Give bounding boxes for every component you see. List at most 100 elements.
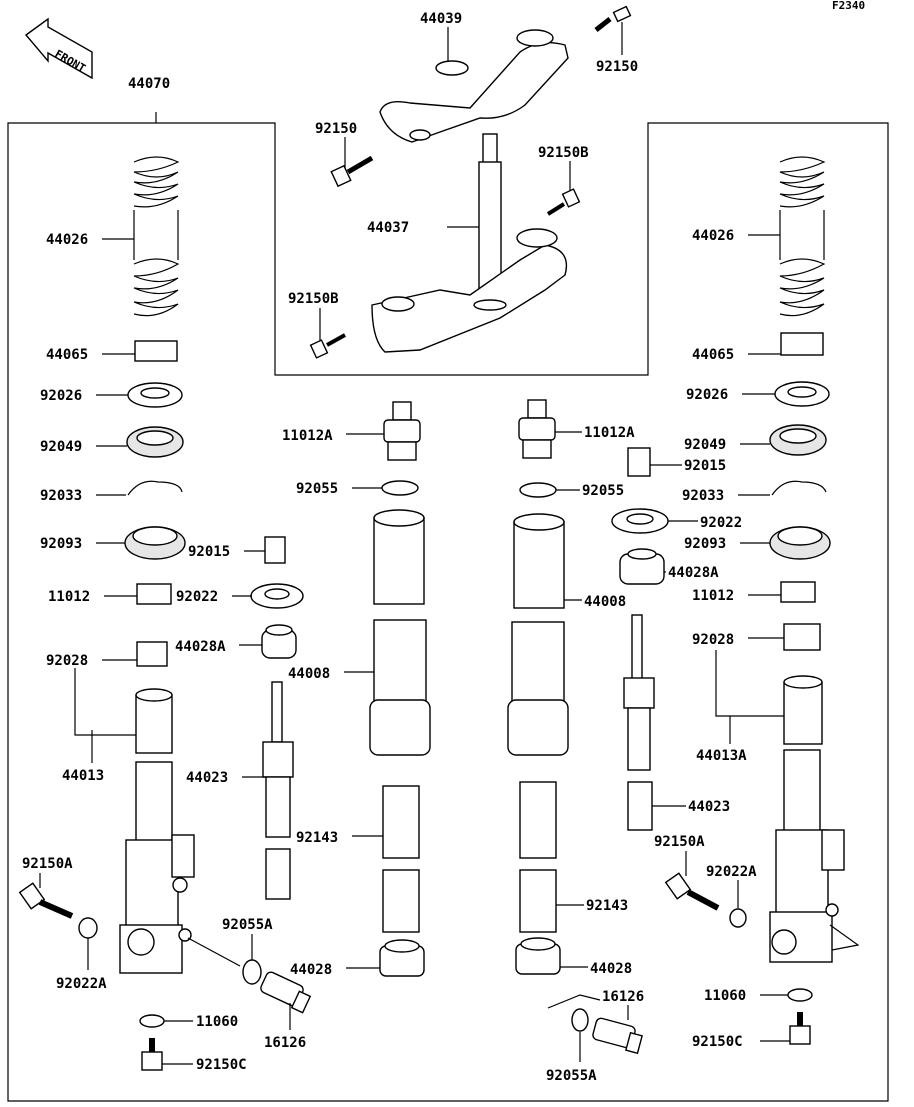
spring-left-part [133,156,180,317]
bushing-92028-left-part [136,641,168,667]
label-92015-right: 92015 [684,458,726,474]
label-92049-left: 92049 [40,439,82,455]
label-11060-right: 11060 [704,988,746,1004]
assembly-frame [7,112,889,1102]
inner-tube-44008-left-part [369,509,431,756]
label-92055-right: 92055 [582,483,624,499]
clip-92033-left-part [127,480,183,496]
spacer-92143-left-part [382,785,420,933]
label-44028A-left: 44028A [175,639,226,655]
label-92150-clamp: 92150 [315,121,357,137]
tube-44013A-right-part [783,675,823,745]
bolt-92150-part [594,5,632,32]
valve-16126-left-part [260,971,312,1014]
label-16126-right: 16126 [602,989,644,1005]
front-arrow-icon: FRONT [24,17,93,80]
damper-rod-44023-right-part [623,614,655,831]
outer-fork-leg-right-part [769,749,860,963]
label-92028-left: 92028 [46,653,88,669]
label-92055A-left: 92055A [222,917,273,933]
label-44026-right: 44026 [692,228,734,244]
label-11012A-right: 11012A [584,425,635,441]
steering-stem-part [371,133,568,353]
label-92022A-left: 92022A [56,976,107,992]
label-92150C-left: 92150C [196,1057,247,1073]
label-44070: 44070 [128,76,170,92]
label-92093-right: 92093 [684,536,726,552]
washer-11060-right-part [787,988,813,1002]
label-44026-left: 44026 [46,232,88,248]
piston-44028A-left-part [261,624,297,659]
washer-11060-left-part [139,1014,165,1028]
label-92033-right: 92033 [682,488,724,504]
spacer-92143-right-part [519,781,557,933]
bolt-92150B-left-part [309,333,346,359]
label-92015-left: 92015 [188,544,230,560]
label-44065-right: 44065 [692,347,734,363]
spacer-44065-left-part [134,340,178,362]
label-11012A-left: 11012A [282,428,333,444]
bolt-92150C-left-part [141,1038,163,1071]
label-92150A-right: 92150A [654,834,705,850]
o-ring-92055A-left-part [242,959,262,985]
label-44008-left: 44008 [288,666,330,682]
o-ring-92055A-right-part [571,1008,589,1032]
label-92026-left: 92026 [40,388,82,404]
o-ring-92055-left-part [381,480,419,496]
damper-rod-44023-left-part [262,681,294,900]
label-44028A-right: 44028A [668,565,719,581]
label-11012-right: 11012 [692,588,734,604]
label-92143-right: 92143 [586,898,628,914]
bolt-92150A-right-part [664,872,720,911]
piston-44028-left-part [379,939,425,977]
label-92143-left: 92143 [296,830,338,846]
spacer-44065-right-part [780,332,824,356]
cap-bolt-11012A-left-part [383,401,421,461]
label-92022-left: 92022 [176,589,218,605]
label-16126-left: 16126 [264,1035,306,1051]
piston-44028A-right-part [619,548,665,585]
label-92093-left: 92093 [40,536,82,552]
label-92055A-right: 92055A [546,1068,597,1084]
o-ring-92055-right-part [519,482,557,498]
label-92028-right: 92028 [692,632,734,648]
label-92022-right: 92022 [700,515,742,531]
ring-11012-right-part [780,581,816,603]
bolt-92150C-right-part [789,1012,811,1045]
label-92150C-right: 92150C [692,1034,743,1050]
label-92150-top: 92150 [596,59,638,75]
washer-92022A-right-part [729,908,747,928]
label-92150B-right: 92150B [538,145,589,161]
label-44013-left: 44013 [62,768,104,784]
upper-bracket-part [379,29,569,143]
spring-right-part [779,156,826,317]
valve-16126-right-part [592,1017,643,1055]
inner-tube-44008-right-part [507,513,569,756]
label-44023-left: 44023 [186,770,228,786]
bushing-92028-right-part [783,623,821,651]
label-92026-right: 92026 [686,387,728,403]
piston-44028-right-part [515,937,561,975]
outer-fork-leg-left-part [119,761,195,974]
label-92150B-left: 92150B [288,291,339,307]
bolt-92150A-left-part [18,882,74,919]
label-44028-right: 44028 [590,961,632,977]
ring-11012-left-part [136,583,172,605]
label-44028-left: 44028 [290,962,332,978]
bolt-92150-clamp-part [330,155,374,188]
label-92022A-right: 92022A [706,864,757,880]
tube-44013-left-part [135,688,173,754]
label-44037: 44037 [367,220,409,236]
cap-bolt-11012A-right-part [518,399,556,459]
label-92055-left: 92055 [296,481,338,497]
nut-92015-left-part [264,536,286,564]
bolt-92150B-right-part [546,188,581,216]
label-44008-right: 44008 [584,594,626,610]
label-92049-right: 92049 [684,437,726,453]
washer-92022A-left-part [78,917,98,939]
label-44023-right: 44023 [688,799,730,815]
label-92150A-left: 92150A [22,856,73,872]
label-44013A-right: 44013A [696,748,747,764]
